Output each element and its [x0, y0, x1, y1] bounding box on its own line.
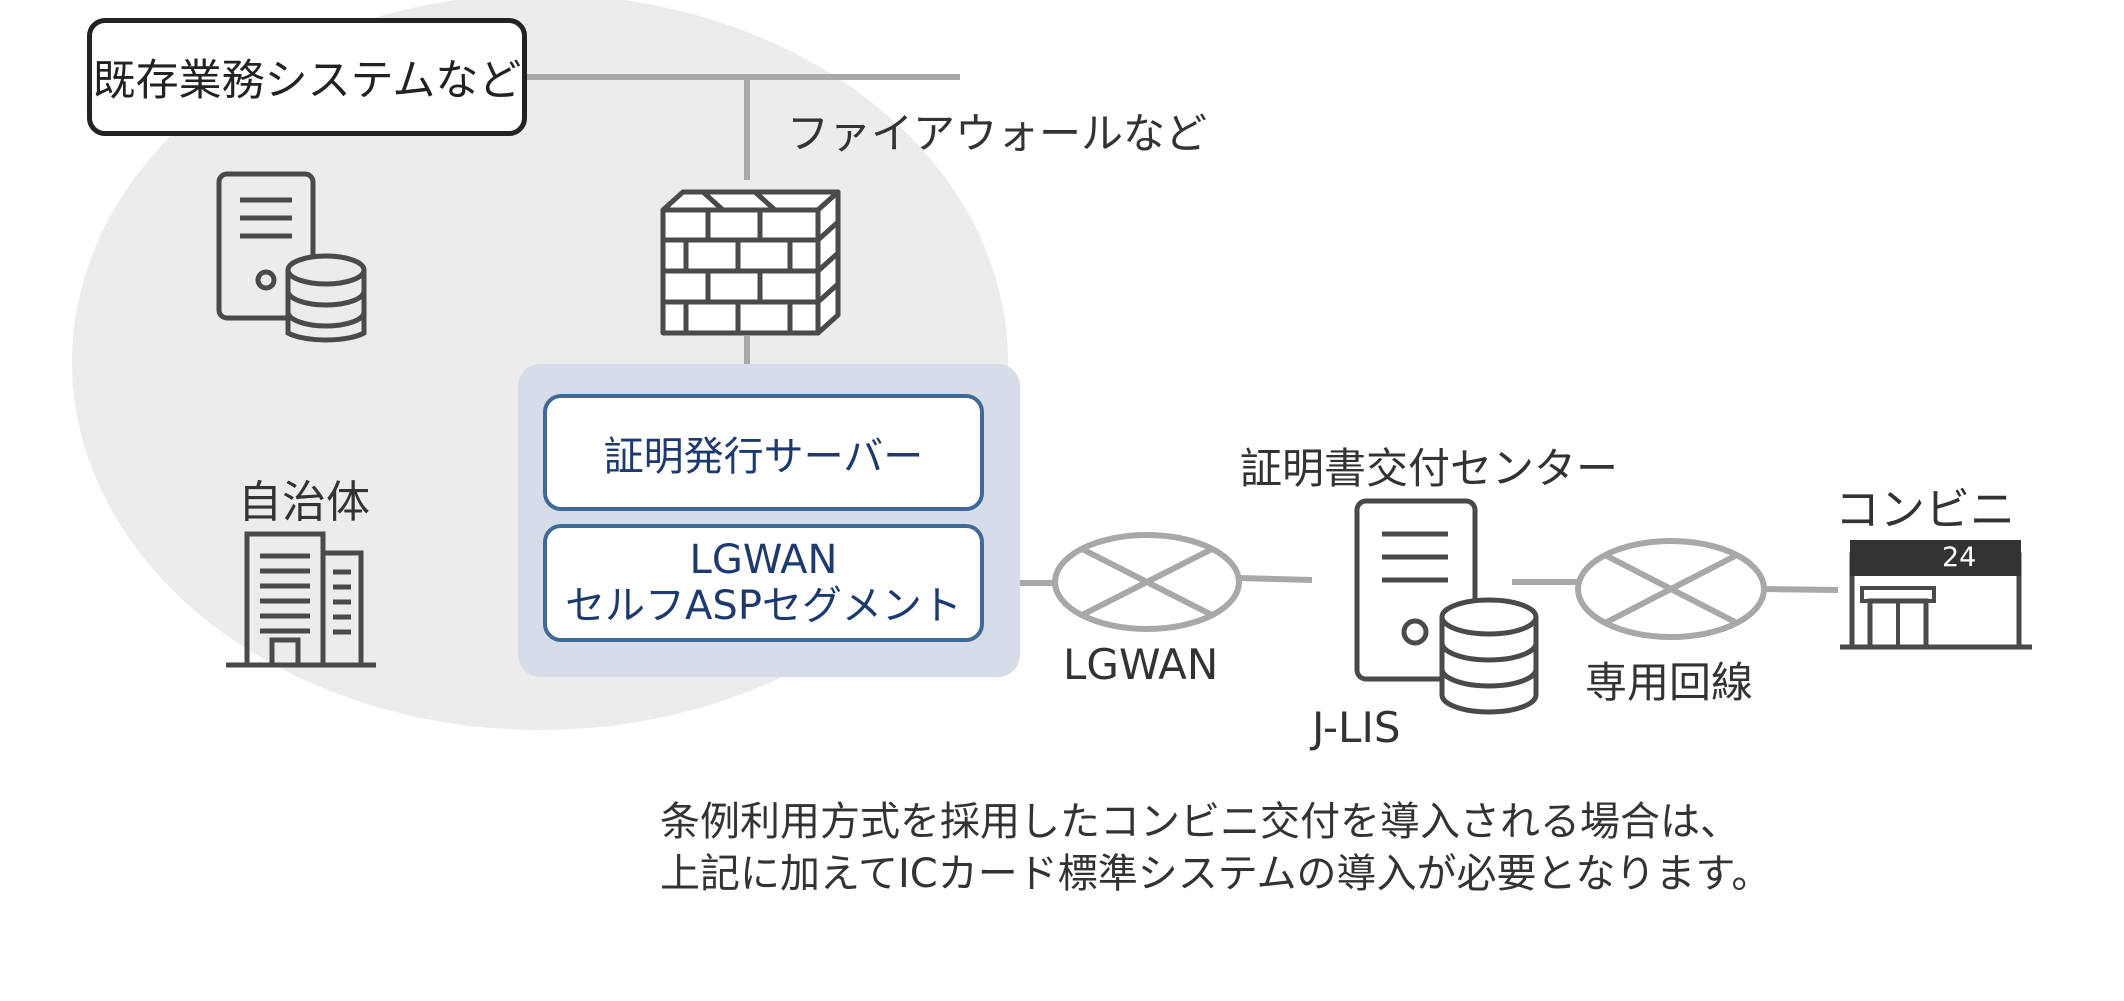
- legacy-system-label: 既存業務システムなど: [92, 56, 522, 106]
- store-sign-number: 24: [1942, 542, 1977, 573]
- jlis-label: J-LIS: [1312, 703, 1401, 752]
- convenience-store-icon: [1840, 540, 2032, 650]
- dedicated-line-label: 専用回線: [1585, 658, 1754, 707]
- lgwan-asp-label-line2: セルフASPセグメント: [565, 583, 962, 629]
- lgwan-network-label: LGWAN: [1063, 640, 1219, 689]
- certificate-server-label: 証明発行サーバー: [603, 433, 924, 480]
- server-database-icon: [216, 171, 367, 343]
- requirement-note-line1: 条例利用方式を採用したコンビニ交付を導入される場合は、: [660, 799, 1740, 845]
- office-building-icon: [226, 531, 376, 668]
- server-database-icon: [1354, 498, 1539, 715]
- lgwan-asp-label-line1: LGWAN: [689, 537, 838, 583]
- certificate-center-label: 証明書交付センター: [1240, 444, 1619, 493]
- certificate-server-box: 証明発行サーバー: [543, 394, 984, 511]
- network-cloud-icon: [1052, 532, 1242, 632]
- firewall-icon: [660, 189, 841, 336]
- requirement-note-line2: 上記に加えてICカード標準システムの導入が必要となります。: [660, 851, 1772, 897]
- legacy-system-box: 既存業務システムなど: [87, 18, 527, 136]
- network-cloud-icon: [1575, 538, 1767, 640]
- convenience-store-label: コンビニ: [1835, 483, 2016, 536]
- requirement-note: 条例利用方式を採用したコンビニ交付を導入される場合は、 上記に加えてICカード標…: [660, 796, 1771, 900]
- municipality-label: 自治体: [238, 477, 370, 528]
- lgwan-asp-segment-box: LGWAN セルフASPセグメント: [543, 524, 984, 642]
- firewall-label: ファイアウォールなど: [787, 109, 1208, 158]
